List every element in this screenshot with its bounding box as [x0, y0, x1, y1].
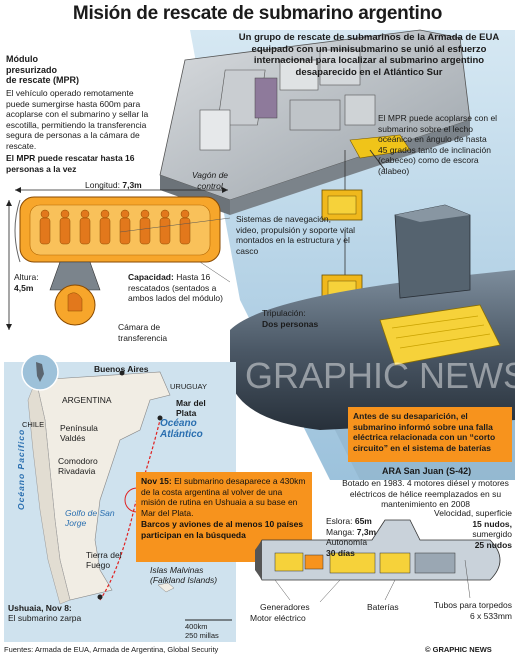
search-route [99, 419, 161, 601]
malvinas [157, 582, 175, 593]
batteries-label: Baterías [367, 602, 399, 612]
speed-surface: 15 nudos, [472, 518, 512, 529]
eslora-value: 65m [354, 516, 372, 526]
capacity-label: Capacidad: Hasta 16 rescatados (sentados… [128, 272, 238, 304]
sub-specs: Eslora: 65m Manga: 7,3m Autonomía 30 día… [326, 516, 396, 558]
eslora-label: Eslora: [326, 516, 353, 526]
speed-sub-label: sumergido [472, 529, 512, 539]
map-label-chile: CHILE [22, 420, 45, 429]
san-juan-submarine-3d [230, 204, 515, 430]
eslora-row: Eslora: 65m [326, 516, 396, 527]
map-scale-km: 400km [185, 622, 208, 631]
height-value: 4,5m [14, 282, 34, 293]
map-label-pacific: Océano Pacífico [16, 428, 26, 510]
height-label-text: Altura: [14, 272, 39, 282]
map-label-uruguay: URUGUAY [170, 382, 207, 391]
autonomy-value: 30 días [326, 547, 355, 558]
nov15-date: Nov 15: [141, 476, 172, 486]
manga-value: 7,3m [356, 526, 377, 537]
docking-note: El MPR puede acoplarse con el submarino … [378, 113, 498, 176]
crew-label: Tripulación: Dos personas [262, 308, 342, 329]
length-label-text: Longitud: [85, 180, 120, 190]
map-panel [4, 353, 236, 642]
systems-label: Sistemas de navegación, video, propulsió… [236, 214, 356, 256]
map-label-buenos-aires: Buenos Aires [94, 364, 149, 374]
torpedo-specs: Tubos para torpedos 6 x 533mm [430, 600, 512, 621]
manga-row: Manga: 7,3m [326, 527, 396, 538]
capacity-text: Hasta 16 rescatados (sentados a ambos la… [128, 272, 223, 303]
map-label-mar-del-plata: Mar del Plata [176, 398, 206, 418]
mpr-heading: Módulo presurizado de rescate (MPR) [6, 54, 116, 86]
rescue-ship [159, 29, 471, 215]
speed-sub: 25 nudos [474, 539, 512, 550]
transfer-chamber-label: Cámara de transferencia [118, 322, 168, 343]
capacity-label-text: Capacidad: [128, 272, 174, 282]
infographic-art: GRAPHIC NEWS [4, 29, 515, 642]
map-label-golfo: Golfo de San Jorge [65, 508, 115, 528]
length-value: 7,3m [122, 180, 142, 190]
map-label-atlantic: Océano Atlántico [160, 418, 203, 440]
map-label-malvinas-text: Islas Malvinas [150, 565, 204, 575]
search-note: Barcos y aviones de al menos 10 países p… [141, 519, 304, 540]
crew-label-text: Tripulación: [262, 308, 306, 318]
generators-label: Generadores [260, 602, 310, 612]
failure-note: Antes de su desaparición, el submarino i… [353, 411, 496, 453]
intro-text: Un grupo de rescate de submarinos de la … [238, 32, 500, 78]
motor-label: Motor eléctrico [250, 613, 306, 623]
map-label-comodoro: Comodoro Rivadavia [58, 456, 98, 476]
map-label-peninsula-valdes: Península Valdés [60, 423, 98, 443]
sub-name: ARA San Juan (S-42) [382, 466, 472, 476]
san-juan-side-view [255, 519, 501, 603]
map-label-malvinas: Islas Malvinas (Falkland Islands) [150, 565, 220, 585]
failure-callout-box [348, 407, 512, 462]
speed-label: Velocidad, superficie [434, 508, 512, 518]
map-label-ushuaia: Ushuaia, Nov 8: El submarino zarpa [8, 603, 98, 623]
credit: © GRAPHIC NEWS [425, 645, 492, 654]
autonomy-label: Autonomía [326, 537, 368, 547]
sub-built: Botado en 1983. 4 motores diésel y motor… [342, 478, 509, 509]
mpr-heading-line1: Módulo [6, 54, 38, 64]
mpr-heading-line3: de rescate (MPR) [6, 75, 80, 85]
watermark: GRAPHIC NEWS [245, 355, 515, 396]
map-label-tierra-del-fuego: Tierra del Fuego [86, 550, 122, 570]
ushuaia-date: Ushuaia, Nov 8: [8, 603, 72, 613]
map-scale: 400km 250 millas [185, 622, 219, 640]
crew-value: Dos personas [262, 318, 319, 329]
mpr-capacity-note: El MPR puede rescatar hasta 16 personas … [6, 153, 135, 174]
map-label-falkland: (Falkland Islands) [150, 575, 218, 585]
chile-strip [27, 379, 71, 605]
mpr-heading-line2: presurizado [6, 64, 58, 75]
mpr-cutaway [6, 187, 231, 330]
map-label-argentina: ARGENTINA [62, 395, 112, 405]
sources: Fuentes: Armada de EUA, Armada de Argent… [4, 645, 219, 654]
manga-label: Manga: [326, 526, 355, 537]
control-van-label: Vagón de control [191, 170, 229, 191]
height-label: Altura: 4,5m [14, 272, 54, 293]
torpedo-value: 6 x 533mm [469, 610, 512, 621]
nov15-callout: Nov 15: El submarino desaparece a 430km … [141, 476, 309, 540]
page-title: Misión de rescate de submarino argentino [72, 3, 443, 24]
torpedo-label: Tubos para torpedos [433, 600, 512, 610]
mpr-description: El vehículo operado remotamente puede su… [6, 88, 149, 151]
speed-specs: Velocidad, superficie 15 nudos, sumergid… [432, 508, 512, 550]
length-label: Longitud: 7,3m [85, 180, 142, 191]
nov15-text: El submarino desaparece a 430km de la co… [141, 476, 306, 518]
ushuaia-text: El submarino zarpa [8, 613, 82, 623]
map-scale-mi: 250 millas [185, 631, 219, 640]
